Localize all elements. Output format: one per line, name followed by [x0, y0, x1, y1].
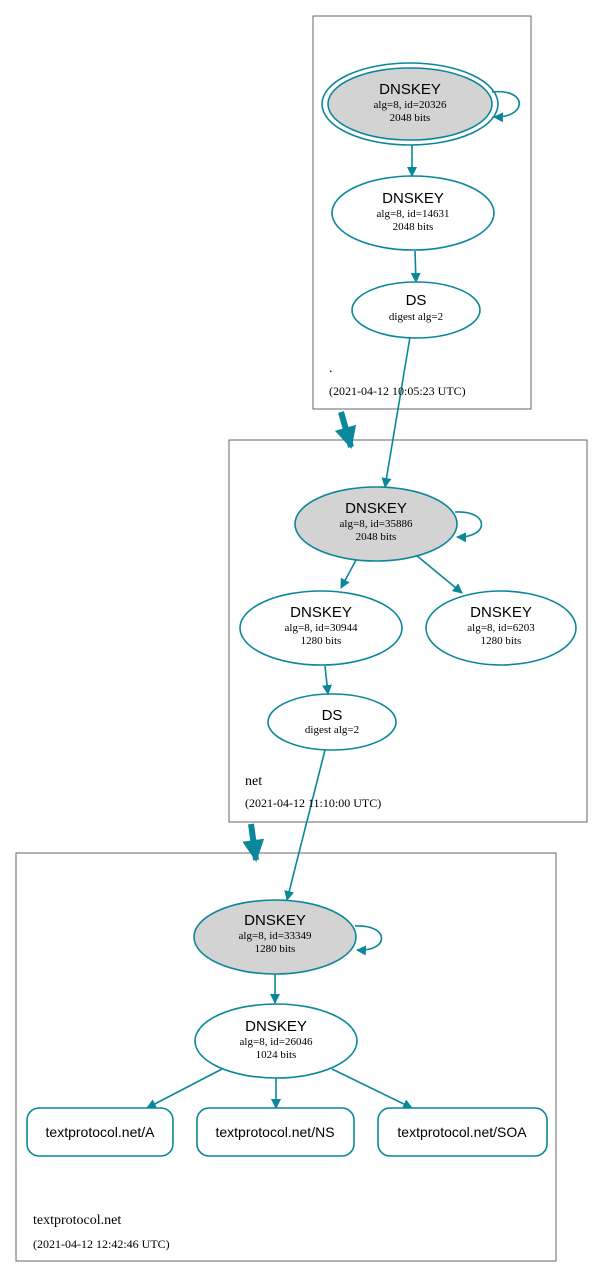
- node-title: DNSKEY: [345, 500, 407, 517]
- edge-net-ksk-zsk1: [340, 559, 357, 589]
- ds-node-root[interactable]: DS digest alg=2: [351, 281, 481, 339]
- zone-name-net: net: [245, 774, 262, 789]
- node-title: DNSKEY: [470, 604, 532, 621]
- zone-name-textprotocol: textprotocol.net: [33, 1213, 121, 1228]
- rrset-label: textprotocol.net/NS: [215, 1124, 334, 1140]
- delegation-arrow-net-textprotocol: [242, 823, 265, 862]
- edge-net-zsk1-ds: [322, 665, 333, 695]
- zone-box-root: [312, 15, 532, 410]
- rrset-node-ns[interactable]: textprotocol.net/NS: [196, 1107, 355, 1157]
- edge-root-ds-net-ksk: [381, 336, 411, 488]
- node-algorithm-id: alg=8, id=26046: [240, 1036, 313, 1048]
- rrset-node-soa[interactable]: textprotocol.net/SOA: [377, 1107, 548, 1157]
- zone-box-net: [228, 439, 588, 823]
- zone-timestamp-textprotocol: (2021-04-12 12:42:46 UTC): [33, 1237, 170, 1251]
- edge-tp-zsk-soa: [331, 1068, 413, 1109]
- node-algorithm-id: alg=8, id=33349: [239, 930, 312, 942]
- node-title: DNSKEY: [382, 190, 444, 207]
- self-loop-root-ksk: [491, 90, 520, 123]
- node-algorithm-id: alg=8, id=30944: [285, 622, 358, 634]
- dnskey-node-net-zsk-30944[interactable]: DNSKEY alg=8, id=30944 1280 bits: [239, 590, 403, 666]
- node-title: DNSKEY: [379, 81, 441, 98]
- node-algorithm-id: alg=8, id=6203: [467, 622, 535, 634]
- node-algorithm-id: alg=8, id=14631: [377, 208, 450, 220]
- dnskey-node-tp-zsk[interactable]: DNSKEY alg=8, id=26046 1024 bits: [194, 1003, 358, 1079]
- node-digest: digest alg=2: [305, 724, 359, 736]
- self-loop-net-ksk: [454, 511, 483, 543]
- node-algorithm-id: alg=8, id=35886: [340, 518, 413, 530]
- node-title: DNSKEY: [244, 912, 306, 929]
- node-title: DNSKEY: [290, 604, 352, 621]
- node-key-size: 2048 bits: [356, 531, 397, 543]
- zone-box-textprotocol: [15, 852, 557, 1262]
- self-loop-tp-ksk: [354, 925, 383, 956]
- node-key-size: 2048 bits: [390, 112, 431, 124]
- dnskey-node-tp-ksk[interactable]: DNSKEY alg=8, id=33349 1280 bits: [193, 899, 357, 975]
- dnskey-node-root-ksk[interactable]: DNSKEY alg=8, id=20326 2048 bits: [321, 62, 499, 146]
- node-algorithm-id: alg=8, id=20326: [374, 99, 447, 111]
- ds-node-net[interactable]: DS digest alg=2: [267, 693, 397, 751]
- rrset-label: textprotocol.net/SOA: [397, 1124, 527, 1140]
- edge-root-zsk-ds: [410, 250, 421, 283]
- node-digest: digest alg=2: [389, 311, 443, 323]
- edge-tp-zsk-a: [146, 1068, 223, 1109]
- edge-net-ksk-zsk2: [415, 554, 463, 594]
- rrset-label: textprotocol.net/A: [46, 1124, 156, 1140]
- rrset-node-a[interactable]: textprotocol.net/A: [26, 1107, 174, 1157]
- dnskey-node-root-zsk[interactable]: DNSKEY alg=8, id=14631 2048 bits: [331, 175, 495, 251]
- node-title: DS: [406, 292, 427, 309]
- zone-timestamp-net: (2021-04-12 11:10:00 UTC): [245, 796, 381, 810]
- node-key-size: 1280 bits: [481, 635, 522, 647]
- node-key-size: 1280 bits: [255, 943, 296, 955]
- node-key-size: 2048 bits: [393, 221, 434, 233]
- zone-timestamp-root: (2021-04-12 10:05:23 UTC): [329, 384, 466, 398]
- zone-name-root: .: [329, 361, 333, 376]
- delegation-arrow-root-net: [334, 411, 357, 449]
- node-title: DS: [322, 707, 343, 724]
- node-title: DNSKEY: [245, 1018, 307, 1035]
- node-key-size: 1024 bits: [256, 1049, 297, 1061]
- dnskey-node-net-ksk[interactable]: DNSKEY alg=8, id=35886 2048 bits: [294, 486, 458, 562]
- dnskey-node-net-zsk-6203[interactable]: DNSKEY alg=8, id=6203 1280 bits: [425, 590, 577, 666]
- edge-net-ds-tp-ksk: [284, 749, 326, 901]
- node-key-size: 1280 bits: [301, 635, 342, 647]
